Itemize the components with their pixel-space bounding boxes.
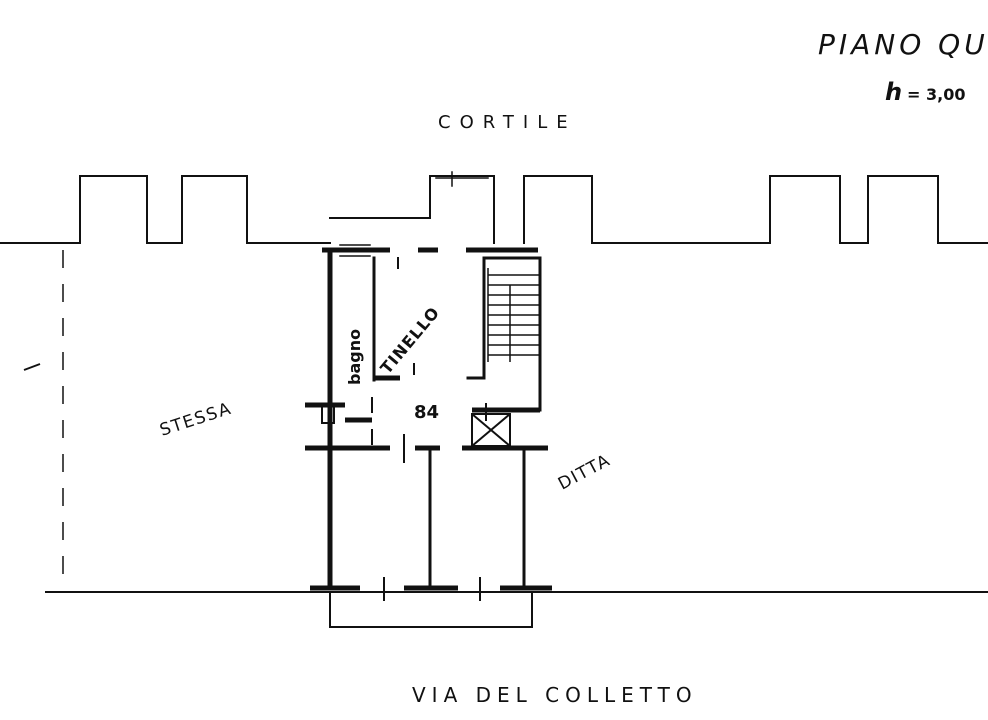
elevator-shaft: [471, 413, 511, 447]
apartment-walls: [305, 171, 552, 601]
unit-number: 84: [414, 402, 439, 423]
street-label: VIA DEL COLLETTO: [412, 683, 698, 707]
right-neighbour-label: DITTA: [555, 450, 614, 494]
courtyard-outline: [0, 175, 988, 244]
plan-title: PIANO QU: [818, 28, 988, 61]
staircase: [487, 268, 540, 362]
tick-mark: [23, 363, 41, 371]
living-label: TINELLO: [377, 303, 444, 378]
courtyard-label: CORTILE: [438, 112, 577, 133]
left-neighbour-label: STESSA: [157, 399, 234, 441]
bath-label: bagno: [345, 329, 364, 385]
height-h: h: [885, 78, 902, 106]
balcony: [329, 591, 533, 628]
height-value: = 3,00: [907, 85, 965, 104]
